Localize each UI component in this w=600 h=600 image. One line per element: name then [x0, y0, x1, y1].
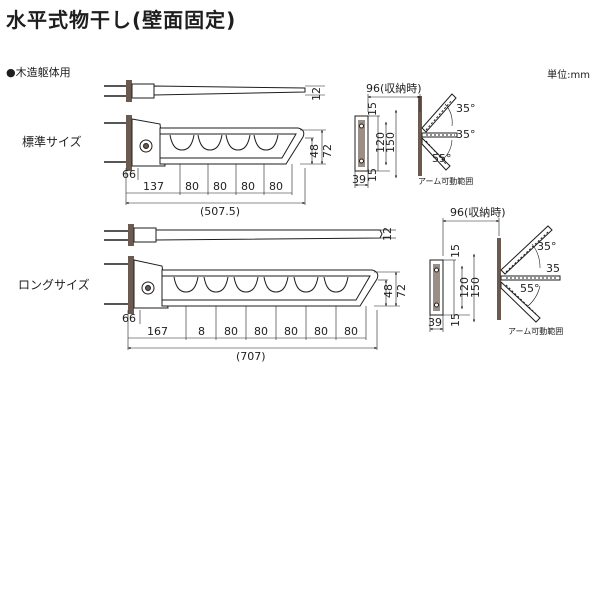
long-side-39: 39 — [428, 316, 442, 329]
long-angle-35-mid: 35 — [546, 262, 560, 275]
long-side-120: 120 — [458, 277, 471, 298]
std-dim-48: 48 — [308, 144, 321, 158]
subtitle: ●木造躯体用 — [6, 66, 71, 79]
page-title: 水平式物干し(壁面固定) — [6, 8, 237, 32]
long-angle-55: 55° — [520, 282, 540, 295]
std-angle-35-mid: 35° — [456, 128, 476, 141]
std-dim-12: 12 — [310, 87, 323, 101]
standard-arm — [104, 115, 305, 171]
long-dim-total: (707) — [236, 350, 266, 363]
long-dim-12: 12 — [381, 227, 394, 241]
standard-dimension-texts: 12 48 72 66 137 80 80 80 80 (507.5) — [122, 87, 334, 218]
std-angle-35-top: 35° — [456, 102, 476, 115]
standard-side-view — [354, 93, 458, 188]
long-side-bracket — [429, 259, 444, 316]
std-arm-range-note: アーム可動範囲 — [418, 176, 473, 186]
std-angle-55: 55° — [432, 152, 452, 165]
standard-side-texts: 96(収納時) 15 120 150 15 39 35° 35° 55° アーム… — [352, 82, 476, 186]
long-folded-arm — [104, 224, 383, 246]
std-side-bracket — [354, 115, 369, 172]
long-side-arms — [497, 225, 561, 323]
std-dim-total: (507.5) — [200, 205, 240, 218]
standard-folded-arm — [104, 80, 306, 102]
std-dim-80-2: 80 — [213, 180, 227, 193]
long-dim-80-2: 80 — [254, 325, 268, 338]
long-size-label: ロングサイズ — [18, 278, 90, 292]
long-arm — [104, 256, 379, 314]
long-front-view — [104, 224, 400, 350]
std-dim-80-1: 80 — [185, 180, 199, 193]
std-dim-72: 72 — [321, 144, 334, 158]
std-dim-66: 66 — [122, 168, 136, 181]
long-dim-80-3: 80 — [284, 325, 298, 338]
long-dim-167: 167 — [147, 325, 168, 338]
long-side-96: 96(収納時) — [450, 206, 506, 219]
std-dim-80-4: 80 — [269, 180, 283, 193]
long-side-view — [429, 218, 561, 332]
long-side-15-top: 15 — [449, 244, 462, 258]
long-dimension-lines — [127, 229, 400, 350]
std-side-arms — [418, 93, 458, 176]
unit-label: 単位:mm — [547, 70, 590, 81]
standard-dimension-lines — [125, 85, 326, 205]
long-dim-80-1: 80 — [224, 325, 238, 338]
long-side-texts: 96(収納時) 15 120 150 15 39 35° 35 55° アーム可… — [428, 206, 563, 336]
std-side-96: 96(収納時) — [366, 82, 422, 95]
long-side-dimension-lines — [429, 218, 500, 332]
standard-size-label: 標準サイズ — [22, 135, 82, 149]
std-side-15-top: 15 — [366, 102, 379, 116]
long-arm-range-note: アーム可動範囲 — [508, 326, 563, 336]
long-dim-66: 66 — [122, 312, 136, 325]
std-side-dimension-lines — [354, 94, 421, 188]
std-side-15-bottom: 15 — [366, 168, 379, 182]
long-dim-48: 48 — [382, 284, 395, 298]
std-dim-80-3: 80 — [241, 180, 255, 193]
standard-front-view — [104, 80, 326, 205]
std-side-120: 120 — [374, 132, 387, 153]
long-side-15-bottom: 15 — [449, 313, 462, 327]
long-angle-35-top: 35° — [537, 240, 557, 253]
long-dim-80-4: 80 — [314, 325, 328, 338]
long-hanger-holes — [173, 276, 349, 293]
standard-hanger-holes — [169, 134, 279, 151]
std-dim-137: 137 — [143, 180, 164, 193]
long-dim-72: 72 — [395, 284, 408, 298]
long-side-150: 150 — [469, 277, 482, 298]
long-dimension-texts: 12 48 72 66 167 8 80 80 80 80 80 (707) — [122, 227, 408, 363]
long-dim-8: 8 — [198, 325, 205, 338]
long-dim-80-5: 80 — [344, 325, 358, 338]
std-side-39: 39 — [352, 173, 366, 186]
std-side-150: 150 — [384, 132, 397, 153]
